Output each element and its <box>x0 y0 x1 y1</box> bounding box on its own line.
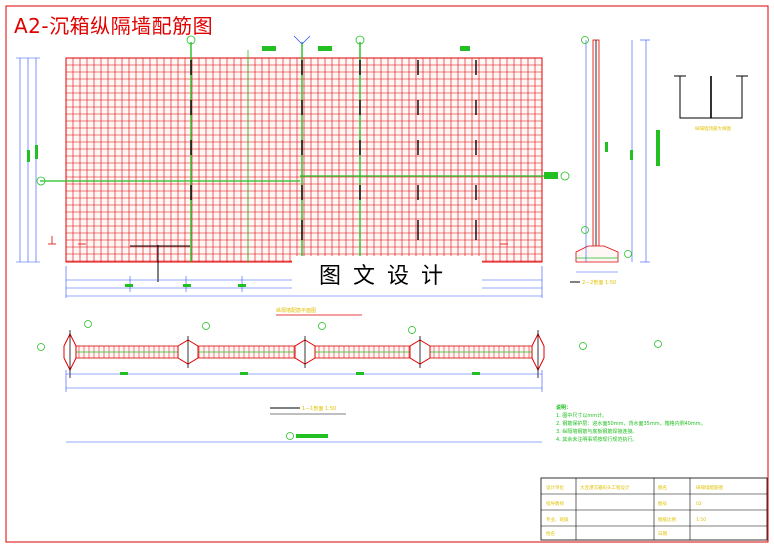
note-item: 1. 图中尺寸以mm计。 <box>556 413 608 419</box>
svg-text:2—2剖面 1:50: 2—2剖面 1:50 <box>582 279 616 286</box>
svg-text:1:50: 1:50 <box>696 517 706 523</box>
svg-text:纵隔墙配筋图: 纵隔墙配筋图 <box>696 484 723 491</box>
svg-text:设计单位: 设计单位 <box>546 484 564 491</box>
section-1-1-label: 1—1剖面 1:50 <box>270 405 346 415</box>
corner-detail <box>674 75 748 119</box>
svg-text:指导教师: 指导教师 <box>546 500 564 507</box>
svg-text:图纸比例: 图纸比例 <box>658 516 676 523</box>
svg-text:图名: 图名 <box>658 484 667 491</box>
svg-text:图号: 图号 <box>658 501 667 507</box>
elevation-mesh <box>36 35 570 282</box>
note-item: 2. 钢筋保护层：迎水面50mm，背水面35mm，箱格内侧40mm。 <box>556 421 706 427</box>
svg-text:1—1剖面 1:50: 1—1剖面 1:50 <box>302 405 336 412</box>
title-block: 设计单位 指导教师 专业、班级 姓名 大连港沉箱码头工程设计 图名 图号 图纸比… <box>540 477 768 541</box>
svg-text:姓名: 姓名 <box>546 530 555 537</box>
svg-text:纵隔墙顶部大样图: 纵隔墙顶部大样图 <box>695 125 731 132</box>
note-item: 3. 纵隔墙钢筋与底板钢筋焊接连接。 <box>556 429 638 435</box>
drawing-title: A2-沉箱纵隔墙配筋图 <box>14 14 214 38</box>
wall-section-view: 2—2剖面 1:50 <box>570 36 660 286</box>
note-item: 4. 其余未注明事项按现行规范执行。 <box>556 437 638 443</box>
plan-view: 纵隔墙配筋平面图 <box>37 307 662 392</box>
svg-text:纵隔墙配筋平面图: 纵隔墙配筋平面图 <box>276 307 316 314</box>
notes-block: 说明： 1. 图中尺寸以mm计。 2. 钢筋保护层：迎水面50mm，背水面35m… <box>556 404 766 444</box>
svg-text:大连港沉箱码头工程设计: 大连港沉箱码头工程设计 <box>580 484 630 491</box>
sheet-border <box>5 5 769 543</box>
svg-text:专业、班级: 专业、班级 <box>546 516 569 523</box>
svg-text:02: 02 <box>696 501 702 507</box>
svg-text:日期: 日期 <box>658 531 667 537</box>
notes-heading: 说明： <box>556 405 572 411</box>
watermark-text: 图文设计 <box>292 256 482 292</box>
